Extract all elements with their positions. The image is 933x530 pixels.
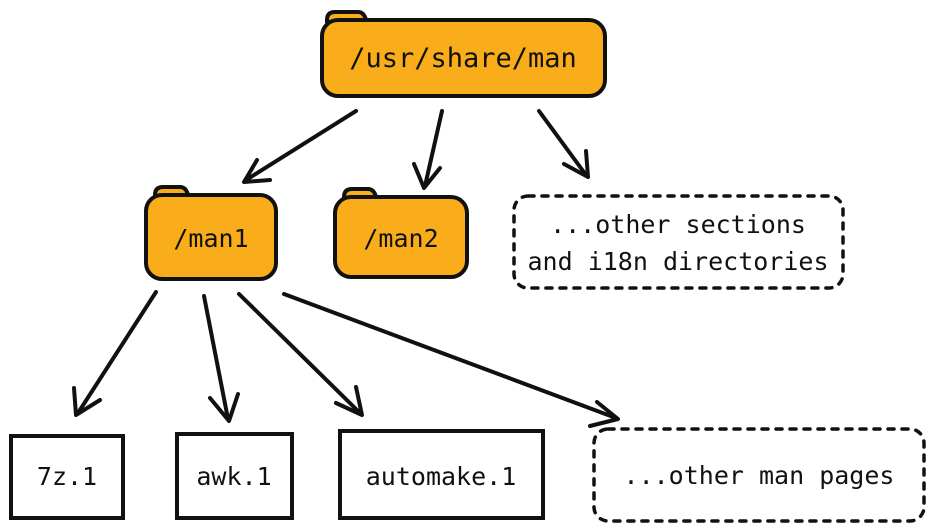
arrow-head-icon [412,162,442,190]
file-label-awk: awk.1 [196,462,271,491]
other-sections-label-line1: ...other sections [550,210,806,239]
file-box-7z [9,434,125,520]
man1-folder-body [144,193,278,281]
file-node-7z: 7z.1 [9,434,125,520]
other-sections-box [512,194,845,290]
edge-man1-to-automake [237,292,364,417]
man1-folder-node: /man1 [144,185,278,281]
edge-man1-to-awk [202,294,240,423]
file-label-7z: 7z.1 [37,462,97,491]
root-folder-body [320,18,607,98]
root-folder-node: /usr/share/man [320,10,607,98]
other-pages-box [592,427,926,523]
edge-root-to-man1 [242,109,358,184]
other-pages-label: ...other man pages [624,461,895,490]
man2-folder-label: /man2 [363,224,438,253]
edge-man1-to-other-pages [282,292,620,428]
other-sections-label-line2: and i18n directories [527,247,828,276]
edge-man1-to-7z [72,290,158,417]
arrow-line [244,109,358,182]
arrow-line [237,292,362,415]
root-folder-label: /usr/share/man [349,43,577,74]
arrow-line [537,109,588,177]
man2-folder-node: /man2 [333,187,469,279]
man1-folder-label: /man1 [173,224,248,253]
arrow-head-icon [72,386,102,417]
arrow-head-icon [242,158,272,184]
man2-folder-body [333,195,469,279]
arrow-line [202,294,230,421]
file-node-automake: automake.1 [338,429,545,520]
other-pages-node: ...other man pages [592,427,926,523]
file-label-automake: automake.1 [366,462,517,491]
edge-root-to-other-sections [537,109,590,179]
arrow-head-icon [208,392,240,423]
arrow-line [282,292,618,420]
file-box-awk [175,432,294,520]
file-node-awk: awk.1 [175,432,294,520]
other-sections-node: ...other sections and i18n directories [512,194,845,290]
arrow-head-icon [334,385,364,417]
arrow-head-icon [562,149,590,179]
arrow-line [76,290,158,415]
file-box-automake [338,429,545,520]
arrow-line [423,109,444,188]
edge-root-to-man2 [412,109,444,190]
arrow-head-icon [588,400,620,428]
